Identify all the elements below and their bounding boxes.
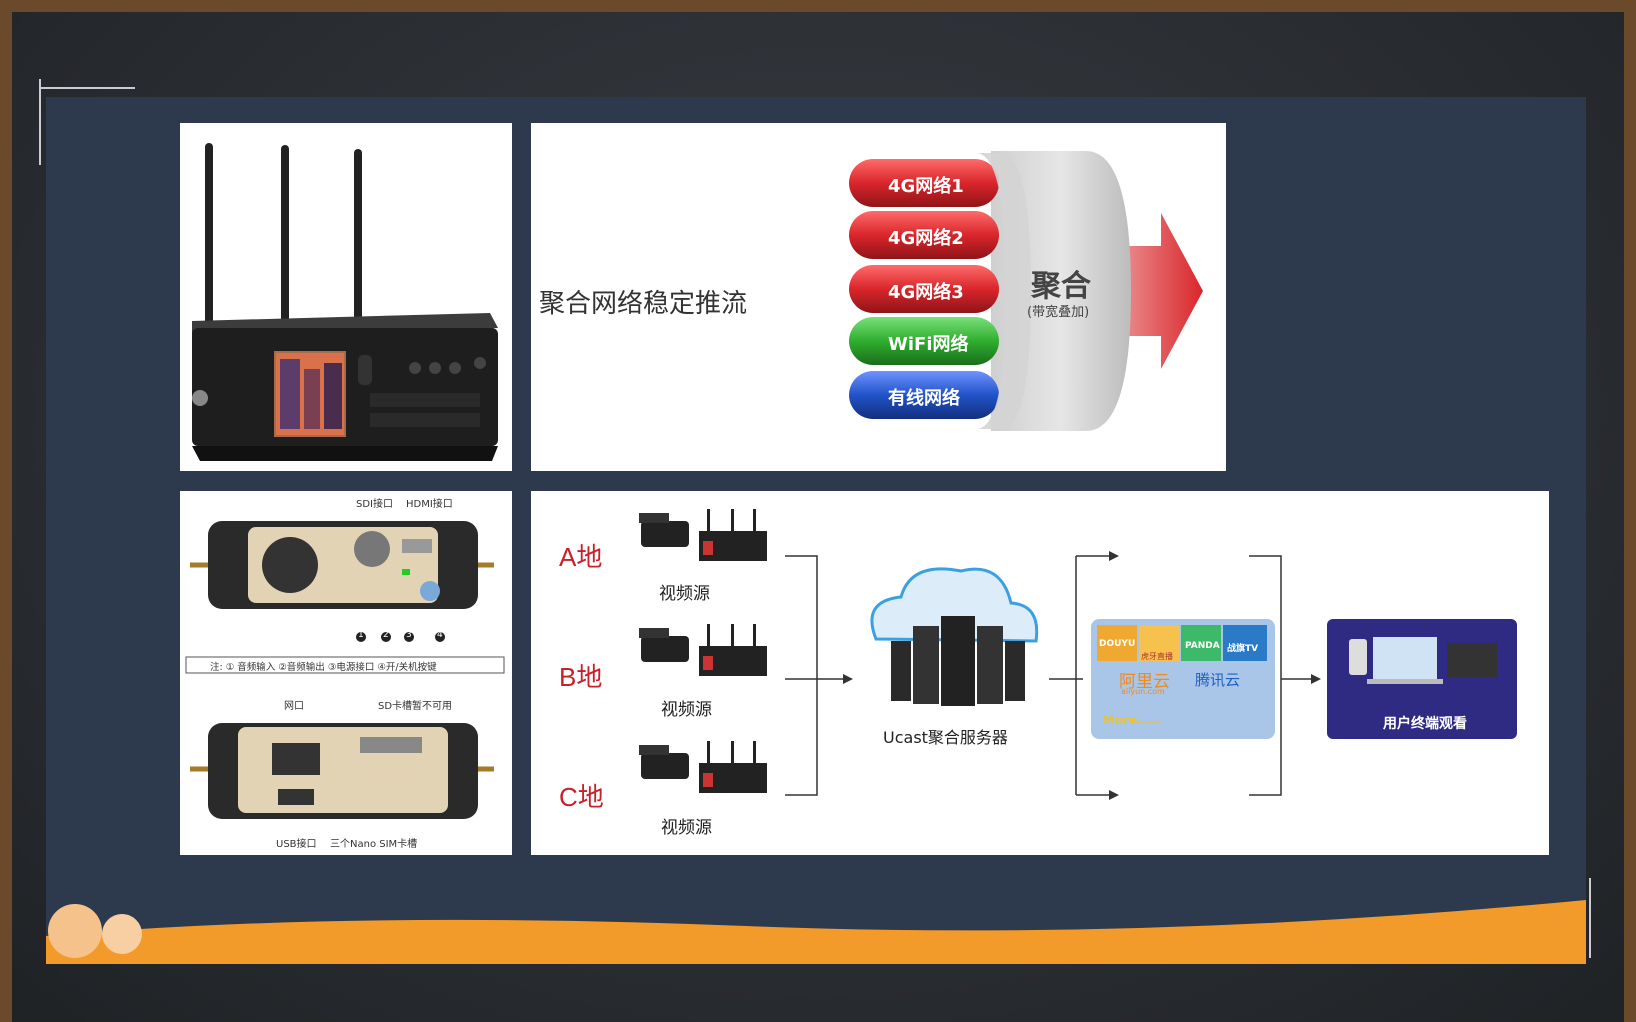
router-device-image xyxy=(180,123,512,471)
platform-douyu: DOUYU xyxy=(1099,639,1136,649)
router-illustration xyxy=(192,143,498,461)
aggregation-subtitle: (带宽叠加) xyxy=(1027,305,1090,320)
streaming-diagram-panel: A地 B地 C地 视频源 视频源 视频源 Ucast聚合服务器 DOUYU 虎牙… xyxy=(531,491,1549,855)
platform-aliyun: 阿里云 xyxy=(1119,672,1170,692)
platform-more: More…… xyxy=(1103,713,1162,727)
decor-circle-large xyxy=(48,904,102,958)
source-c-icons xyxy=(639,741,767,793)
site-c-label: C地 xyxy=(559,782,604,812)
bottom-wave xyxy=(46,900,1586,964)
port-number-3: 3 xyxy=(406,630,412,640)
tube-label-4g2: 4G网络2 xyxy=(888,228,964,249)
source-label-b: 视频源 xyxy=(661,700,712,720)
aggregation-graphic xyxy=(849,151,1203,431)
site-b-label: B地 xyxy=(559,662,603,692)
port-note: 注: ① 音频输入 ②音频输出 ③电源接口 ④开/关机按键 xyxy=(210,662,437,673)
platform-huya: 虎牙直播 xyxy=(1141,652,1173,661)
terminal-label: 用户终端观看 xyxy=(1383,716,1467,732)
source-label-a: 视频源 xyxy=(659,584,710,604)
tube-label-wired: 有线网络 xyxy=(888,388,960,409)
port-label-sdi: SDI接口 xyxy=(356,499,393,510)
port-number-4: 4 xyxy=(437,630,443,640)
tube-4g-3 xyxy=(849,265,999,313)
streaming-diagram-graphic xyxy=(639,509,1517,800)
ports-panel: SDI接口 HDMI接口 1 2 3 4 注: ① 音频输入 ②音频输出 ③电源… xyxy=(180,491,512,855)
right-decoration-line xyxy=(1589,878,1591,958)
platform-tencent: 腾讯云 xyxy=(1195,671,1241,689)
corner-decoration-vertical xyxy=(39,79,41,165)
corner-decoration xyxy=(40,87,135,89)
platform-panda: PANDA xyxy=(1185,641,1220,651)
source-b-icons xyxy=(639,624,767,676)
port-number-2: 2 xyxy=(383,630,389,640)
port-label-network: 网口 xyxy=(284,701,304,712)
tube-wifi xyxy=(849,317,999,365)
port-label-hdmi: HDMI接口 xyxy=(406,499,453,510)
tube-label-4g1: 4G网络1 xyxy=(888,176,964,197)
site-a-label: A地 xyxy=(559,542,603,572)
port-label-sd: SD卡槽暂不可用 xyxy=(378,701,453,712)
source-a-icons xyxy=(639,509,767,561)
aggregation-caption: 聚合网络稳定推流 xyxy=(539,289,748,319)
port-number-1: 1 xyxy=(358,630,364,640)
port-label-sim: 三个Nano SIM卡槽 xyxy=(330,839,418,850)
platform-zhanqi: 战旗TV xyxy=(1227,644,1259,654)
tube-label-wifi: WiFi网络 xyxy=(888,334,969,355)
server-label: Ucast聚合服务器 xyxy=(883,728,1008,747)
tube-4g-1 xyxy=(849,159,999,207)
source-label-c: 视频源 xyxy=(661,818,712,838)
device-ports-illustration xyxy=(185,521,505,819)
tube-wired xyxy=(849,371,999,419)
decor-circle-small xyxy=(102,914,142,954)
platform-aliyun-url: aliyun.com xyxy=(1121,687,1165,696)
aggregation-panel: 聚合网络稳定推流 xyxy=(531,123,1226,471)
port-label-usb: USB接口 xyxy=(276,839,317,850)
tube-label-4g3: 4G网络3 xyxy=(888,282,964,303)
tube-4g-2 xyxy=(849,211,999,259)
aggregation-title: 聚合 xyxy=(1031,269,1091,304)
